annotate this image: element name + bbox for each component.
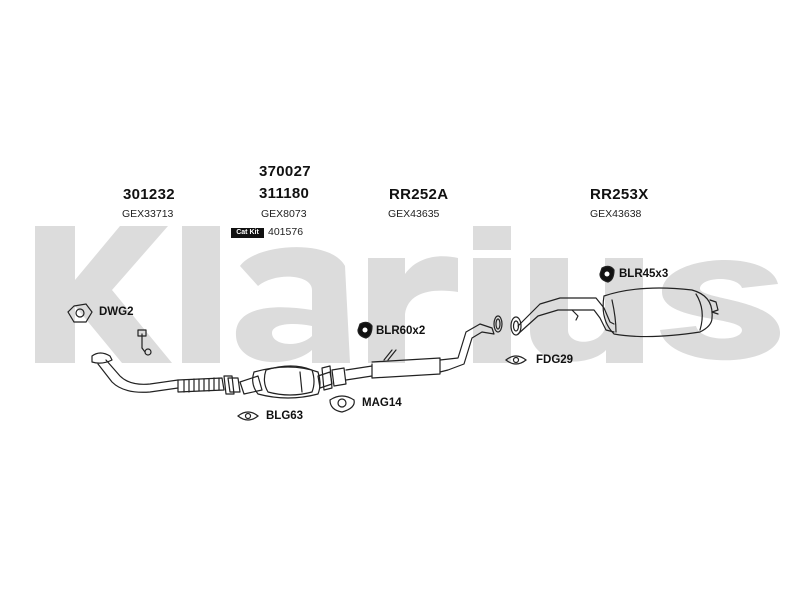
fitting-label-dwg: DWG2 <box>99 306 134 318</box>
part-number-front-pipe: 301232 <box>123 186 175 203</box>
ref-code-cat: GEX8073 <box>261 208 307 220</box>
front-downpipe <box>91 329 179 393</box>
gasket-icon-blg <box>237 411 259 421</box>
ref-code-centre: GEX43635 <box>388 208 440 220</box>
rubber-hanger-icon-blr60 <box>357 321 373 339</box>
rear-flange-ring <box>510 316 522 336</box>
part-number-cat-2: 311180 <box>259 185 310 202</box>
ref-code-rear: GEX43638 <box>590 208 642 220</box>
part-number-cat-1: 370027 <box>259 163 311 180</box>
part-number-centre: RR252A <box>389 186 449 203</box>
flex-pipe <box>177 375 241 395</box>
part-number-rear: RR253X <box>590 186 649 203</box>
fitting-label-blr45: BLR45x3 <box>619 268 669 280</box>
gasket-icon-dwg <box>67 303 93 323</box>
catalytic-converter <box>239 365 333 399</box>
rubber-hanger-icon-blr45 <box>599 265 615 283</box>
fitting-label-blr60: BLR60x2 <box>376 325 426 337</box>
front-flange-ring <box>493 315 503 333</box>
intermediate-pipe <box>331 323 495 387</box>
fitting-label-fdg: FDG29 <box>536 354 574 366</box>
clamp-icon-mag <box>329 395 355 413</box>
cat-kit-code: 401576 <box>268 226 304 238</box>
fitting-label-blg: BLG63 <box>266 410 304 422</box>
gasket-icon-fdg <box>505 355 527 365</box>
cat-kit-badge: Cat Kit <box>231 228 264 238</box>
fitting-label-mag: MAG14 <box>362 397 402 409</box>
rear-silencer <box>517 287 719 338</box>
ref-code-front-pipe: GEX33713 <box>122 208 174 220</box>
